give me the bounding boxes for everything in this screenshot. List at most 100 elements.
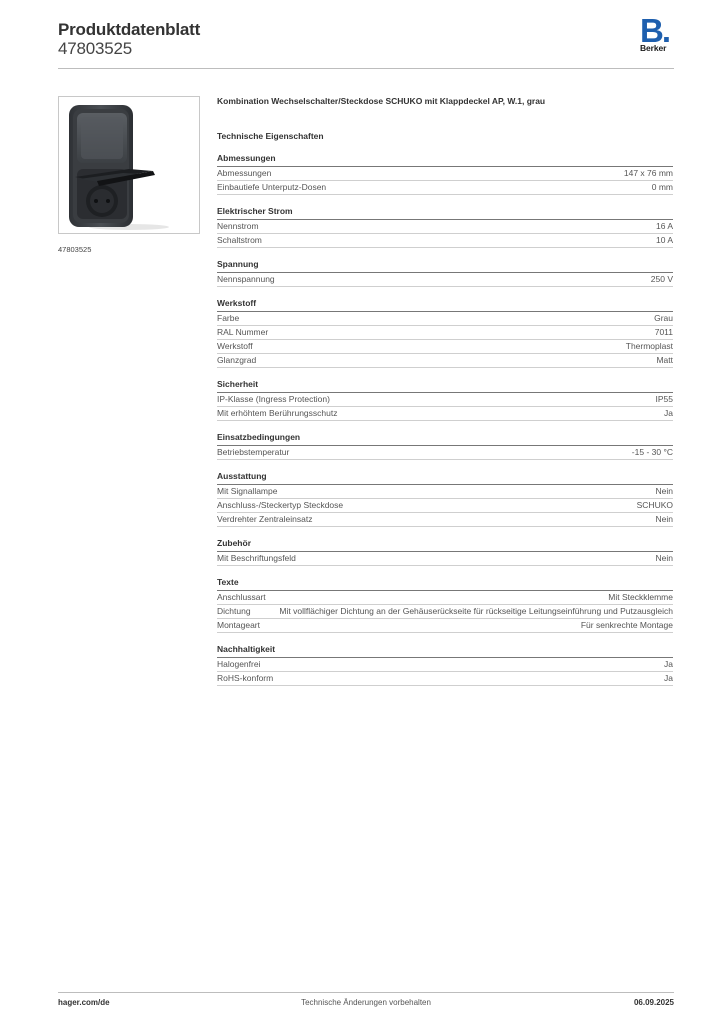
property-row: RAL Nummer 7011 bbox=[217, 326, 673, 340]
property-value: 0 mm bbox=[651, 182, 673, 192]
property-value: Grau bbox=[654, 313, 673, 323]
property-label: RAL Nummer bbox=[217, 327, 269, 337]
property-value: Mit Steckklemme bbox=[608, 592, 673, 602]
property-label: Dichtung bbox=[217, 606, 251, 616]
footer-date: 06.09.2025 bbox=[633, 998, 674, 1007]
group-title: Abmessungen bbox=[217, 153, 673, 167]
property-label: IP-Klasse (Ingress Protection) bbox=[217, 394, 330, 404]
group-title: Nachhaltigkeit bbox=[217, 644, 673, 658]
property-label: Betriebstemperatur bbox=[217, 447, 290, 457]
property-value: 7011 bbox=[654, 327, 673, 337]
page-title: Produktdatenblatt bbox=[58, 20, 201, 39]
header-divider bbox=[58, 68, 674, 69]
group-title: Elektrischer Strom bbox=[217, 206, 673, 220]
property-label: Nennstrom bbox=[217, 221, 259, 231]
berker-logo: B. Berker bbox=[640, 12, 674, 54]
property-label: Anschlussart bbox=[217, 592, 266, 602]
property-value: SCHUKO bbox=[636, 500, 673, 510]
property-value: IP55 bbox=[655, 394, 674, 404]
footer-notice: Technische Änderungen vorbehalten bbox=[301, 998, 431, 1007]
property-label: Farbe bbox=[217, 313, 240, 323]
property-value: 147 x 76 mm bbox=[623, 168, 673, 178]
property-row: Verdrehter Zentraleinsatz Nein bbox=[217, 513, 673, 527]
group-title: Werkstoff bbox=[217, 298, 673, 312]
footer-website[interactable]: hager.com/de bbox=[58, 998, 110, 1007]
property-label: Nennspannung bbox=[217, 274, 275, 284]
page-header: Produktdatenblatt 47803525 B. Berker bbox=[58, 14, 674, 70]
product-image-frame bbox=[58, 96, 200, 234]
property-value: Nein bbox=[655, 553, 673, 563]
property-value: Ja bbox=[664, 408, 673, 418]
logo-text: Berker bbox=[640, 43, 667, 53]
property-row: Anschluss-/Steckertyp Steckdose SCHUKO bbox=[217, 499, 673, 513]
property-row: Werkstoff Thermoplast bbox=[217, 340, 673, 354]
property-label: Mit Beschriftungsfeld bbox=[217, 553, 296, 563]
property-label: Schaltstrom bbox=[217, 235, 262, 245]
page-footer: hager.com/de Technische Änderungen vorbe… bbox=[58, 998, 674, 1012]
property-value: Mit vollflächiger Dichtung an der Gehäus… bbox=[279, 606, 673, 616]
property-label: Werkstoff bbox=[217, 341, 253, 351]
article-number: 47803525 bbox=[58, 39, 133, 58]
group-title: Ausstattung bbox=[217, 471, 673, 485]
property-row: Betriebstemperatur -15 - 30 °C bbox=[217, 446, 673, 460]
property-label: Halogenfrei bbox=[217, 659, 261, 669]
property-label: RoHS-konform bbox=[217, 673, 274, 683]
property-value: Für senkrechte Montage bbox=[580, 620, 673, 630]
property-row: Halogenfrei Ja bbox=[217, 658, 673, 672]
section-title: Technische Eigenschaften bbox=[217, 131, 324, 141]
footer-divider bbox=[58, 992, 674, 993]
property-value: Ja bbox=[664, 659, 673, 669]
property-value: 16 A bbox=[655, 221, 673, 231]
property-row: Schaltstrom 10 A bbox=[217, 234, 673, 248]
property-row: Anschlussart Mit Steckklemme bbox=[217, 591, 673, 605]
property-row: Mit Signallampe Nein bbox=[217, 485, 673, 499]
property-label: Montageart bbox=[217, 620, 260, 630]
property-value: Nein bbox=[655, 514, 673, 524]
logo-mark: B. bbox=[640, 12, 671, 49]
group-title: Zubehör bbox=[217, 538, 673, 552]
property-row: Einbautiefe Unterputz-Dosen 0 mm bbox=[217, 181, 673, 195]
property-row: Glanzgrad Matt bbox=[217, 354, 673, 368]
property-label: Glanzgrad bbox=[217, 355, 257, 365]
property-row: RoHS-konform Ja bbox=[217, 672, 673, 686]
property-value: 250 V bbox=[650, 274, 673, 284]
product-photo-icon bbox=[69, 105, 169, 230]
property-value: Thermoplast bbox=[625, 341, 673, 351]
property-label: Einbautiefe Unterputz-Dosen bbox=[217, 182, 327, 192]
property-row: Mit Beschriftungsfeld Nein bbox=[217, 552, 673, 566]
property-row: IP-Klasse (Ingress Protection) IP55 bbox=[217, 393, 673, 407]
property-row: Mit erhöhtem Berührungsschutz Ja bbox=[217, 407, 673, 421]
property-value: Matt bbox=[656, 355, 673, 365]
property-label: Anschluss-/Steckertyp Steckdose bbox=[217, 500, 344, 510]
group-title: Spannung bbox=[217, 259, 673, 273]
property-row: Dichtung Mit vollflächiger Dichtung an de… bbox=[217, 605, 673, 619]
property-label: Mit erhöhtem Berührungsschutz bbox=[217, 408, 338, 418]
property-value: -15 - 30 °C bbox=[631, 447, 673, 457]
product-details: Kombination Wechselschalter/Steckdose SC… bbox=[217, 96, 673, 686]
property-label: Verdrehter Zentraleinsatz bbox=[217, 514, 313, 524]
image-caption: 47803525 bbox=[58, 245, 92, 254]
product-name: Kombination Wechselschalter/Steckdose SC… bbox=[217, 96, 546, 106]
property-value: Ja bbox=[664, 673, 673, 683]
property-label: Abmessungen bbox=[217, 168, 272, 178]
property-row: Farbe Grau bbox=[217, 312, 673, 326]
property-value: Nein bbox=[655, 486, 673, 496]
property-row: Abmessungen 147 x 76 mm bbox=[217, 167, 673, 181]
property-label: Mit Signallampe bbox=[217, 486, 278, 496]
property-value: 10 A bbox=[655, 235, 673, 245]
property-row: Montageart Für senkrechte Montage bbox=[217, 619, 673, 633]
group-title: Einsatzbedingungen bbox=[217, 432, 673, 446]
group-title: Texte bbox=[217, 577, 673, 591]
group-title: Sicherheit bbox=[217, 379, 673, 393]
